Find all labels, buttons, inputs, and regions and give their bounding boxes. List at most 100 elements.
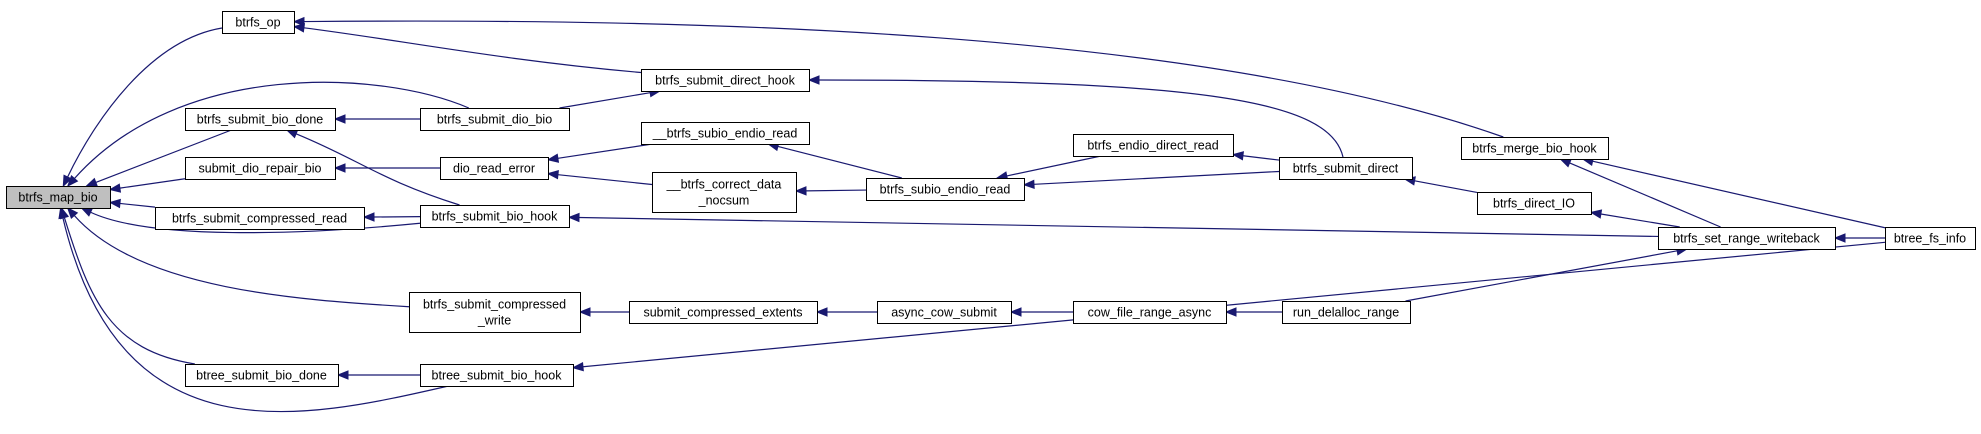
arrowhead-icon (1589, 209, 1603, 219)
edge-btrfs_direct_IO-to-btrfs_submit_direct (1414, 180, 1478, 194)
arrowhead-icon (1022, 179, 1035, 190)
edge-btrfs_set_range_writeback-to-btrfs_merge_bio_hook (1569, 162, 1721, 228)
node-btrfs-map-bio[interactable]: btrfs_map_bio (6, 186, 111, 209)
arrowhead-icon (66, 175, 79, 188)
node-cow-file-range-async[interactable]: cow_file_range_async (1073, 301, 1227, 324)
node-label: cow_file_range_async (1088, 306, 1212, 320)
node-btrfs-submit-compressed-write[interactable]: btrfs_submit_compressed _write (409, 292, 581, 333)
arrowhead-icon (578, 307, 591, 317)
arrowhead-icon (362, 212, 375, 222)
node-btree-fs-info[interactable]: btree_fs_info (1885, 227, 1976, 250)
node-btrfs-merge-bio-hook[interactable]: btrfs_merge_bio_hook (1461, 137, 1609, 160)
node-dio-read-error[interactable]: dio_read_error (440, 157, 549, 180)
edge-btrfs_submit_dio_bio-to-btrfs_submit_direct_hook (559, 92, 651, 109)
arrowhead-icon (807, 75, 820, 85)
node-label: btrfs_submit_direct_hook (655, 74, 795, 88)
node-btrfs-direct-IO[interactable]: btrfs_direct_IO (1477, 192, 1592, 215)
edge-btrfs_submit_direct-to-btrfs_endio_direct_read (1242, 155, 1280, 161)
node-label: btree_submit_bio_done (196, 369, 327, 383)
arrowhead-icon (333, 163, 346, 173)
node-btree-submit-bio-done[interactable]: btree_submit_bio_done (185, 364, 339, 387)
node-label: submit_dio_repair_bio (199, 162, 322, 176)
arrowhead-icon (546, 153, 560, 163)
arrowhead-icon (336, 370, 349, 380)
node-box (1073, 301, 1227, 324)
edge-btree_fs_info-to-btrfs_merge_bio_hook (1592, 160, 1886, 229)
edge-btrfs_endio_direct_read-to-btrfs_subio_endio_read (1006, 155, 1102, 177)
node-btree-submit-bio-hook[interactable]: btree_submit_bio_hook (420, 364, 574, 387)
arrowhead-icon (108, 183, 122, 193)
edge-btrfs_submit_bio_hook-to-btrfs_submit_bio_done (295, 133, 460, 206)
edge-btrfs_submit_direct-to-btrfs_submit_direct_hook (818, 79, 1344, 158)
edge-btrfs_submit_dio_bio-to-btrfs_map_bio (73, 81, 470, 179)
node-label: _write (477, 314, 511, 328)
edge-btrfs_submit_bio_hook-to-btrfs_map_bio (90, 211, 421, 234)
node-btrfs-set-range-writeback[interactable]: btrfs_set_range_writeback (1658, 227, 1836, 250)
arrowhead-icon (292, 16, 305, 27)
node-label: btrfs_submit_bio_hook (432, 210, 559, 224)
node-btrfs-subio-endio-read[interactable]: btrfs_subio_endio_read (866, 178, 1025, 201)
node-btrfs-submit-direct[interactable]: btrfs_submit_direct (1279, 157, 1413, 180)
arrowhead-icon (333, 114, 346, 124)
arrowhead-icon (1559, 158, 1572, 168)
node-box (1282, 301, 1411, 324)
node-box (866, 178, 1025, 201)
node-submit-dio-repair-bio[interactable]: submit_dio_repair_bio (185, 157, 336, 180)
node-async-cow-submit[interactable]: async_cow_submit (877, 301, 1012, 324)
edge-btrfs_submit_direct-to-btrfs_subio_endio_read (1033, 170, 1280, 185)
edge-btrfs_submit_bio_done-to-btrfs_map_bio (95, 129, 232, 183)
node-label: btrfs_submit_direct (1293, 162, 1399, 176)
node-label: btrfs_op (235, 16, 280, 30)
node-label: btrfs_subio_endio_read (880, 183, 1011, 197)
arrowhead-icon (794, 186, 807, 196)
node-label: async_cow_submit (891, 306, 997, 320)
node-btrfs-submit-dio-bio[interactable]: btrfs_submit_dio_bio (420, 108, 570, 131)
node-label: btrfs_submit_bio_done (197, 113, 324, 127)
node-box (1461, 137, 1609, 160)
node-label: btrfs_set_range_writeback (1673, 232, 1820, 246)
arrowhead-icon (85, 177, 98, 187)
node-box (420, 108, 570, 131)
node-btrfs-submit-compressed-read[interactable]: btrfs_submit_compressed_read (155, 207, 365, 230)
node-label: btrfs_submit_compressed (423, 298, 566, 312)
node-box (1073, 134, 1234, 157)
node-label: btree_fs_info (1894, 232, 1966, 246)
arrowhead-icon (546, 170, 559, 180)
edge-btree_fs_info-to-btree_submit_bio_hook (582, 241, 1886, 368)
node-label: btrfs_direct_IO (1493, 197, 1575, 211)
node-box (222, 11, 295, 34)
arrowhead-icon (292, 23, 306, 33)
arrowhead-icon (58, 206, 68, 220)
node-btrfs-submit-direct-hook[interactable]: btrfs_submit_direct_hook (641, 69, 810, 92)
node-label: btrfs_submit_compressed_read (172, 212, 347, 226)
node-label: btrfs_map_bio (18, 191, 97, 205)
node-box (1477, 192, 1592, 215)
edge-btree_submit_bio_hook-to-btrfs_map_bio (62, 217, 449, 413)
node-label: btree_submit_bio_hook (432, 369, 563, 383)
node-btrfs-subio-endio-read[interactable]: __btrfs_subio_endio_read (641, 122, 810, 145)
node-btrfs-submit-bio-done[interactable]: btrfs_submit_bio_done (185, 108, 336, 131)
edge-btrfs_set_range_writeback-to-btrfs_submit_bio_hook (578, 216, 1659, 238)
node-label: btrfs_submit_dio_bio (437, 113, 552, 127)
arrowhead-icon (567, 212, 580, 223)
node-btrfs-correct-data-nocsum[interactable]: __btrfs_correct_data_nocsum (652, 172, 797, 213)
node-box (641, 69, 810, 92)
edge-btrfs_submit_direct_hook-to-btrfs_op (303, 27, 642, 74)
node-btrfs-op[interactable]: btrfs_op (222, 11, 295, 34)
node-btrfs-endio-direct-read[interactable]: btrfs_endio_direct_read (1073, 134, 1234, 157)
node-box (185, 108, 336, 131)
node-btrfs-submit-bio-hook[interactable]: btrfs_submit_bio_hook (420, 205, 570, 228)
node-submit-compressed-extents[interactable]: submit_compressed_extents (629, 301, 818, 324)
edge-btrfs_set_range_writeback-to-btrfs_direct_IO (1600, 213, 1680, 228)
node-label: dio_read_error (453, 162, 535, 176)
node-box (1658, 227, 1836, 250)
node-box (185, 364, 339, 387)
node-run-delalloc-range[interactable]: run_delalloc_range (1282, 301, 1411, 324)
node-label: run_delalloc_range (1293, 306, 1399, 320)
node-box (155, 207, 365, 230)
arrowhead-icon (66, 206, 79, 220)
edge-__btrfs_subio_endio_read-to-dio_read_error (557, 143, 653, 159)
edges-layer (58, 16, 1886, 413)
